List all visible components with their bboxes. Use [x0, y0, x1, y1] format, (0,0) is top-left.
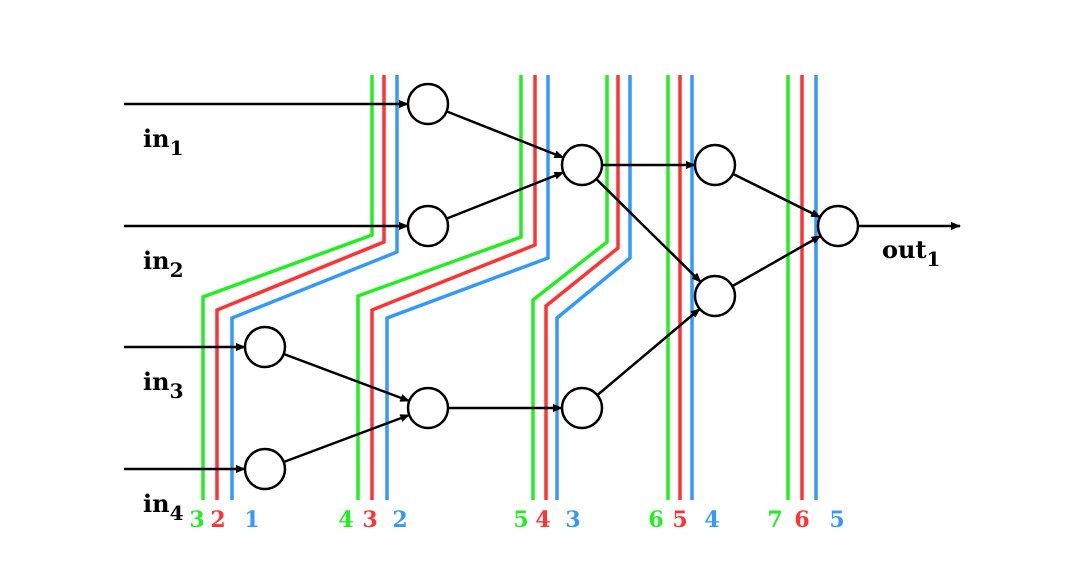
node-o [816, 204, 860, 248]
cut-3-green-line [531, 75, 609, 500]
cut-2-green-label: 4 [338, 507, 353, 533]
cut-2-blue-label: 2 [392, 507, 407, 533]
output-label: out1 [882, 235, 940, 271]
node-b [406, 204, 450, 248]
node-h [693, 143, 737, 187]
input-4-label: in4 [143, 489, 184, 525]
edge-g-i [596, 307, 701, 397]
cut-3-blue-label: 3 [565, 507, 580, 533]
edge-i-o [731, 234, 822, 288]
input-2-label: in2 [143, 246, 184, 282]
edge-a-f [446, 110, 565, 159]
cut-2-red-line [370, 75, 537, 500]
cut-5-red-label: 6 [794, 507, 809, 533]
cut-3-green-label: 5 [513, 507, 528, 533]
node-a [406, 82, 450, 126]
cut-1-red-line [215, 75, 386, 500]
cut-1-red-label: 2 [210, 507, 225, 533]
cut-2-red-label: 3 [362, 507, 377, 533]
cut-5-blue-label: 5 [829, 507, 844, 533]
input-3-label: in3 [143, 367, 184, 403]
cut-3-red-line [544, 75, 620, 500]
edge-f-i [595, 178, 702, 283]
cut-1-blue-line [230, 75, 399, 500]
edge-h-o [732, 172, 821, 219]
node-f [560, 143, 604, 187]
cut-1-blue-label: 1 [244, 507, 259, 533]
cut-4-green-label: 6 [648, 507, 663, 533]
node-c [243, 325, 287, 369]
cut-5-green-label: 7 [767, 507, 782, 533]
cut-3-red-label: 4 [535, 507, 550, 533]
cut-4-red-label: 5 [672, 507, 687, 533]
node-e [406, 386, 450, 430]
edge-c-e [283, 352, 411, 403]
node-g [560, 386, 604, 430]
edge-b-f [446, 171, 565, 220]
input-1-label: in1 [143, 124, 184, 160]
node-d [243, 447, 287, 491]
cut-1-green-label: 3 [189, 507, 204, 533]
cut-2-blue-line [385, 75, 550, 500]
cut-1-green-line [201, 75, 374, 500]
node-i [693, 274, 737, 318]
cut-4-blue-label: 4 [704, 507, 719, 533]
cut-2-green-line [356, 75, 523, 500]
edge-d-e [283, 413, 411, 464]
